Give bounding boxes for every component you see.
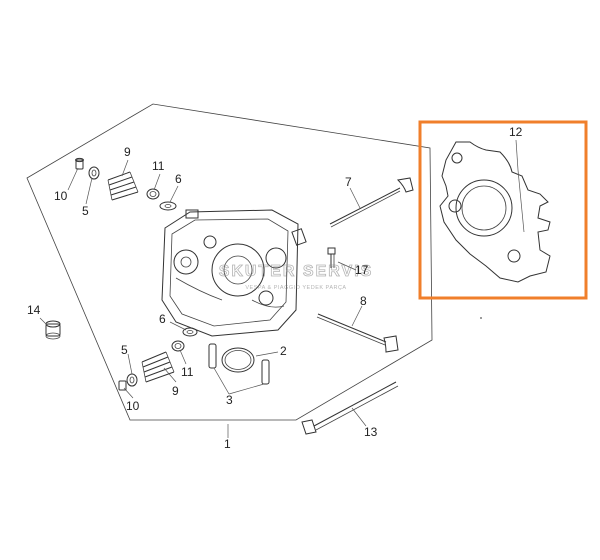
- leader-lines: [39, 139, 525, 438]
- label-13: 13: [364, 425, 378, 439]
- stray-dot: [480, 317, 482, 319]
- watermark-title: SKUTER SERVIS: [219, 263, 374, 280]
- head-bolt[interactable]: [301, 381, 399, 435]
- spring-seat-lower[interactable]: [182, 327, 198, 337]
- label-11-upper: 11: [152, 159, 165, 173]
- label-10-lower: 10: [126, 399, 140, 413]
- valve-cap-upper[interactable]: [75, 157, 84, 170]
- o-ring-gasket[interactable]: [221, 347, 255, 373]
- label-1: 1: [224, 437, 231, 451]
- dowel-pin-right[interactable]: [261, 359, 270, 385]
- callout-labels: 1 2 3 5 5 6 6 7 8 9 9 10 10 11 11 12 13 …: [27, 125, 523, 451]
- valve-collet-upper[interactable]: [88, 166, 100, 180]
- label-9-lower: 9: [172, 384, 179, 398]
- exhaust-gasket[interactable]: [439, 141, 551, 283]
- label-6-upper: 6: [175, 172, 182, 186]
- label-8: 8: [360, 294, 367, 308]
- valve-spring-lower[interactable]: [141, 351, 175, 383]
- label-5-upper: 5: [82, 204, 89, 218]
- valve-seal-upper[interactable]: [146, 188, 160, 200]
- valve-seal-lower[interactable]: [171, 340, 185, 352]
- watermark: SKUTER SERVIS VESPA & PIAGGIO YEDEK PARÇ…: [218, 263, 374, 291]
- label-14: 14: [27, 303, 41, 317]
- label-5-lower: 5: [121, 343, 128, 357]
- valve-cap-lower[interactable]: [118, 380, 127, 391]
- cylinder-head[interactable]: [161, 209, 307, 337]
- plug[interactable]: [45, 320, 61, 340]
- spring-seat-upper[interactable]: [159, 201, 177, 211]
- label-7: 7: [345, 175, 352, 189]
- label-2: 2: [280, 344, 287, 358]
- exhaust-valve[interactable]: [329, 177, 414, 228]
- label-12: 12: [509, 125, 523, 139]
- intake-valve[interactable]: [316, 313, 399, 353]
- label-9-upper: 9: [124, 145, 131, 159]
- assembly-outline: [26, 103, 433, 421]
- label-17: 17: [355, 263, 369, 277]
- dowel-pin-left[interactable]: [208, 343, 217, 369]
- label-10-upper: 10: [54, 189, 68, 203]
- label-11-lower: 11: [181, 365, 194, 379]
- highlight-box: [418, 120, 588, 300]
- stud-screw[interactable]: [327, 247, 336, 268]
- valve-spring-upper[interactable]: [107, 171, 139, 201]
- watermark-subtitle: VESPA & PIAGGIO YEDEK PARÇA: [245, 285, 346, 291]
- label-6-lower: 6: [159, 312, 166, 326]
- label-3: 3: [226, 393, 233, 407]
- valve-collet-lower[interactable]: [126, 373, 138, 387]
